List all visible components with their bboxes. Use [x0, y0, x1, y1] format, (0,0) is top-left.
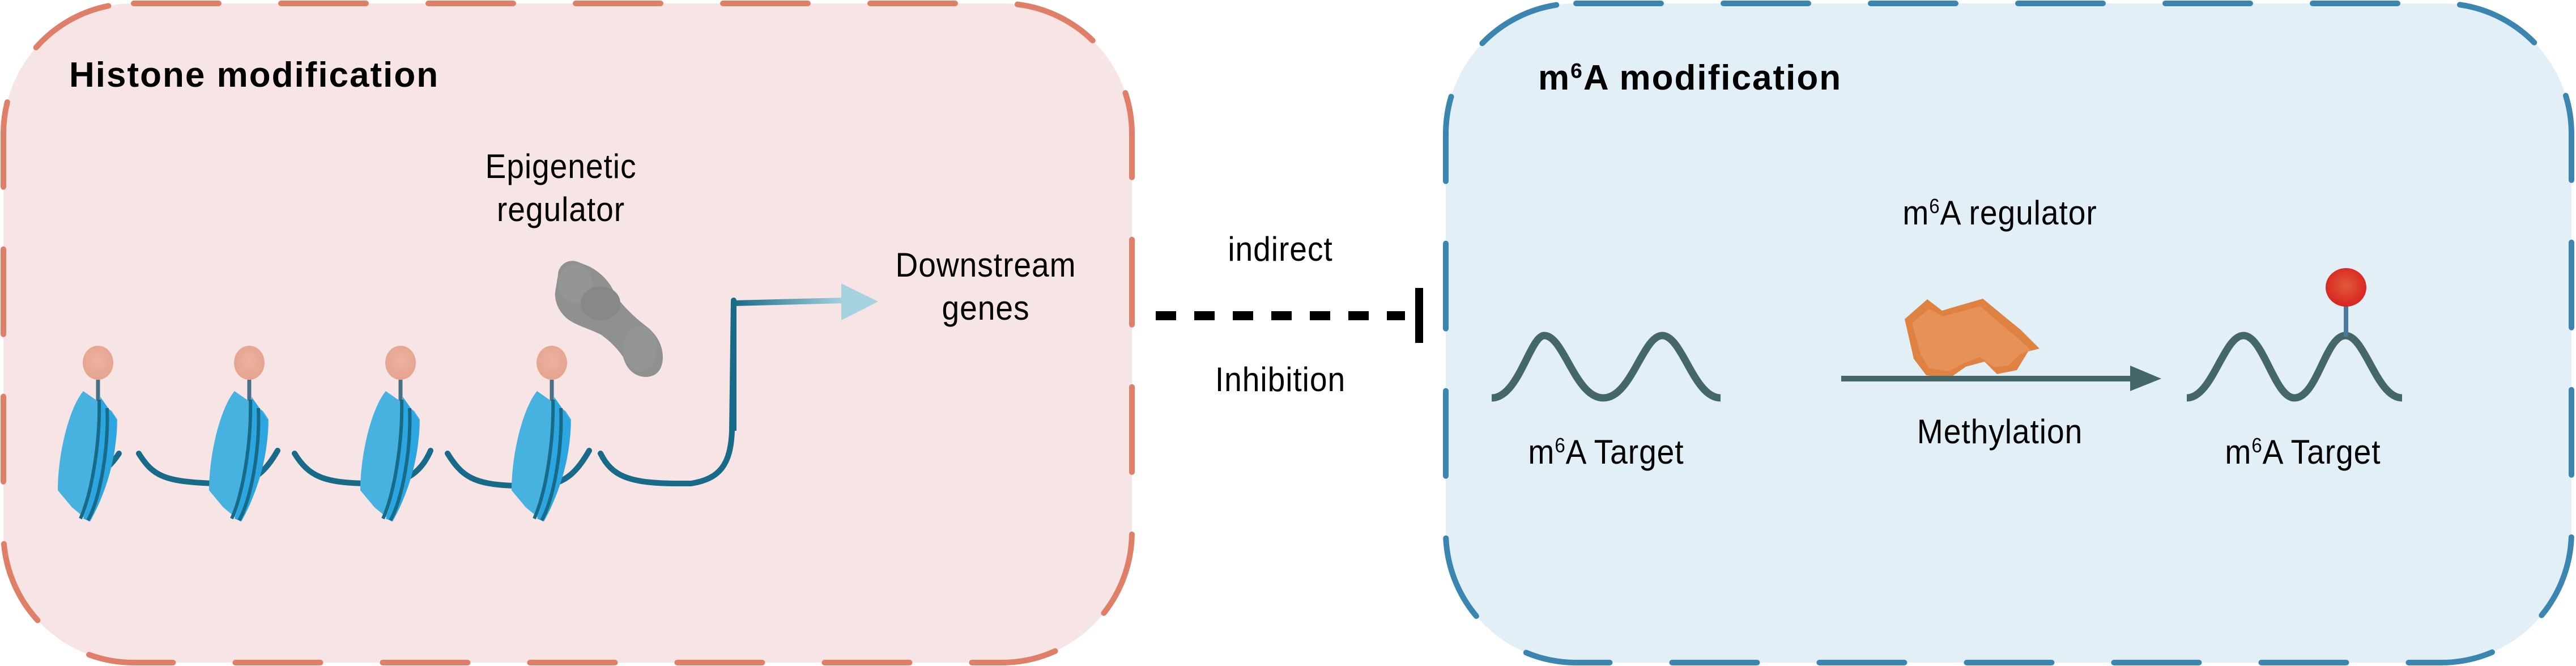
label-superscript: 6: [1555, 434, 1566, 457]
histone-panel-box: [1, 1, 1135, 665]
nucleosome-icon: [512, 391, 571, 521]
nucleosome-2: [209, 346, 269, 521]
epigenetic-regulator-label: Epigenetic regulator: [462, 145, 660, 231]
inhibition-label: Inhibition: [1215, 360, 1346, 398]
label-superscript: 6: [2251, 434, 2263, 457]
label-prefix: m: [1528, 433, 1555, 471]
m6a-regulator-label: m6A regulator: [1843, 192, 2156, 235]
epigenetic-regulator-icon: [555, 261, 663, 377]
nucleosome-4: [512, 346, 571, 521]
nucleosome-icon: [58, 391, 117, 521]
methyl-group-icon: [2326, 268, 2366, 307]
gene-arrow: [731, 283, 878, 431]
arrow-head-icon: [841, 283, 878, 320]
downstream-genes-label: Downstream genes: [882, 244, 1090, 330]
title-superscript: 6: [1570, 58, 1583, 83]
rna-wave-unmodified: [1491, 332, 1721, 402]
histone-panel-title: Histone modification: [69, 56, 440, 95]
indirect-label: indirect: [1228, 230, 1333, 268]
m6a-regulator-icon: [1905, 299, 2039, 379]
nucleosome-3: [360, 346, 420, 521]
nucleosome-1: [58, 346, 117, 521]
methylation-arrow: [1841, 366, 2161, 391]
arrow-head-icon: [2130, 366, 2161, 391]
label-line: Epigenetic: [485, 147, 637, 185]
label-line: Downstream: [895, 246, 1076, 284]
m6a-panel-title: m6A modification: [1538, 58, 1842, 98]
m6a-target-after-label: m6A Target: [2181, 431, 2425, 474]
methylation-label: Methylation: [1917, 413, 2083, 451]
nucleosome-icon: [209, 391, 269, 521]
inhibition-connector: [1156, 288, 1423, 343]
label-superscript: 6: [1929, 194, 1940, 218]
label-prefix: m: [2225, 433, 2252, 471]
rna-wave-methylated: [2186, 268, 2403, 402]
label-suffix: A Target: [2262, 433, 2381, 471]
label-suffix: A Target: [1565, 433, 1684, 471]
label-line: genes: [942, 289, 1030, 327]
title-suffix: A modification: [1583, 58, 1842, 97]
label-suffix: A regulator: [1940, 194, 2097, 232]
label-prefix: m: [1902, 194, 1930, 232]
histone-panel: [1, 1, 1135, 665]
nucleosome-icon: [360, 391, 420, 521]
label-line: regulator: [496, 190, 625, 228]
m6a-target-before-label: m6A Target: [1484, 431, 1728, 474]
title-prefix: m: [1538, 58, 1571, 97]
